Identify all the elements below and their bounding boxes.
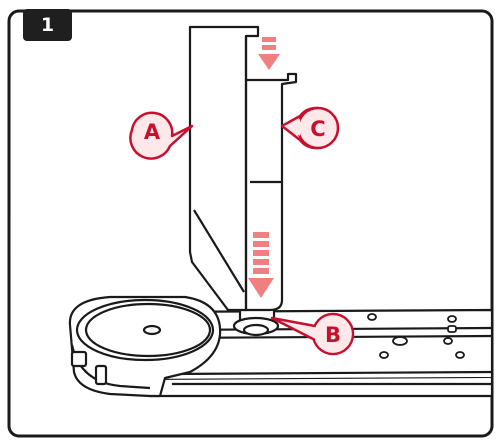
base-tray <box>68 295 494 398</box>
callout-c: C <box>280 106 340 150</box>
dashed-down-arrow-icon <box>258 37 280 70</box>
callout-b-label: B <box>325 323 341 347</box>
step-number-badge: 1 <box>23 9 72 41</box>
dashed-down-arrow-icon <box>248 232 274 298</box>
callout-b: B <box>270 312 355 356</box>
callout-c-label: C <box>310 117 325 141</box>
callout-a: A <box>129 111 194 160</box>
column-connector <box>232 306 280 337</box>
container-a <box>188 25 260 312</box>
callout-a-label: A <box>144 120 161 144</box>
